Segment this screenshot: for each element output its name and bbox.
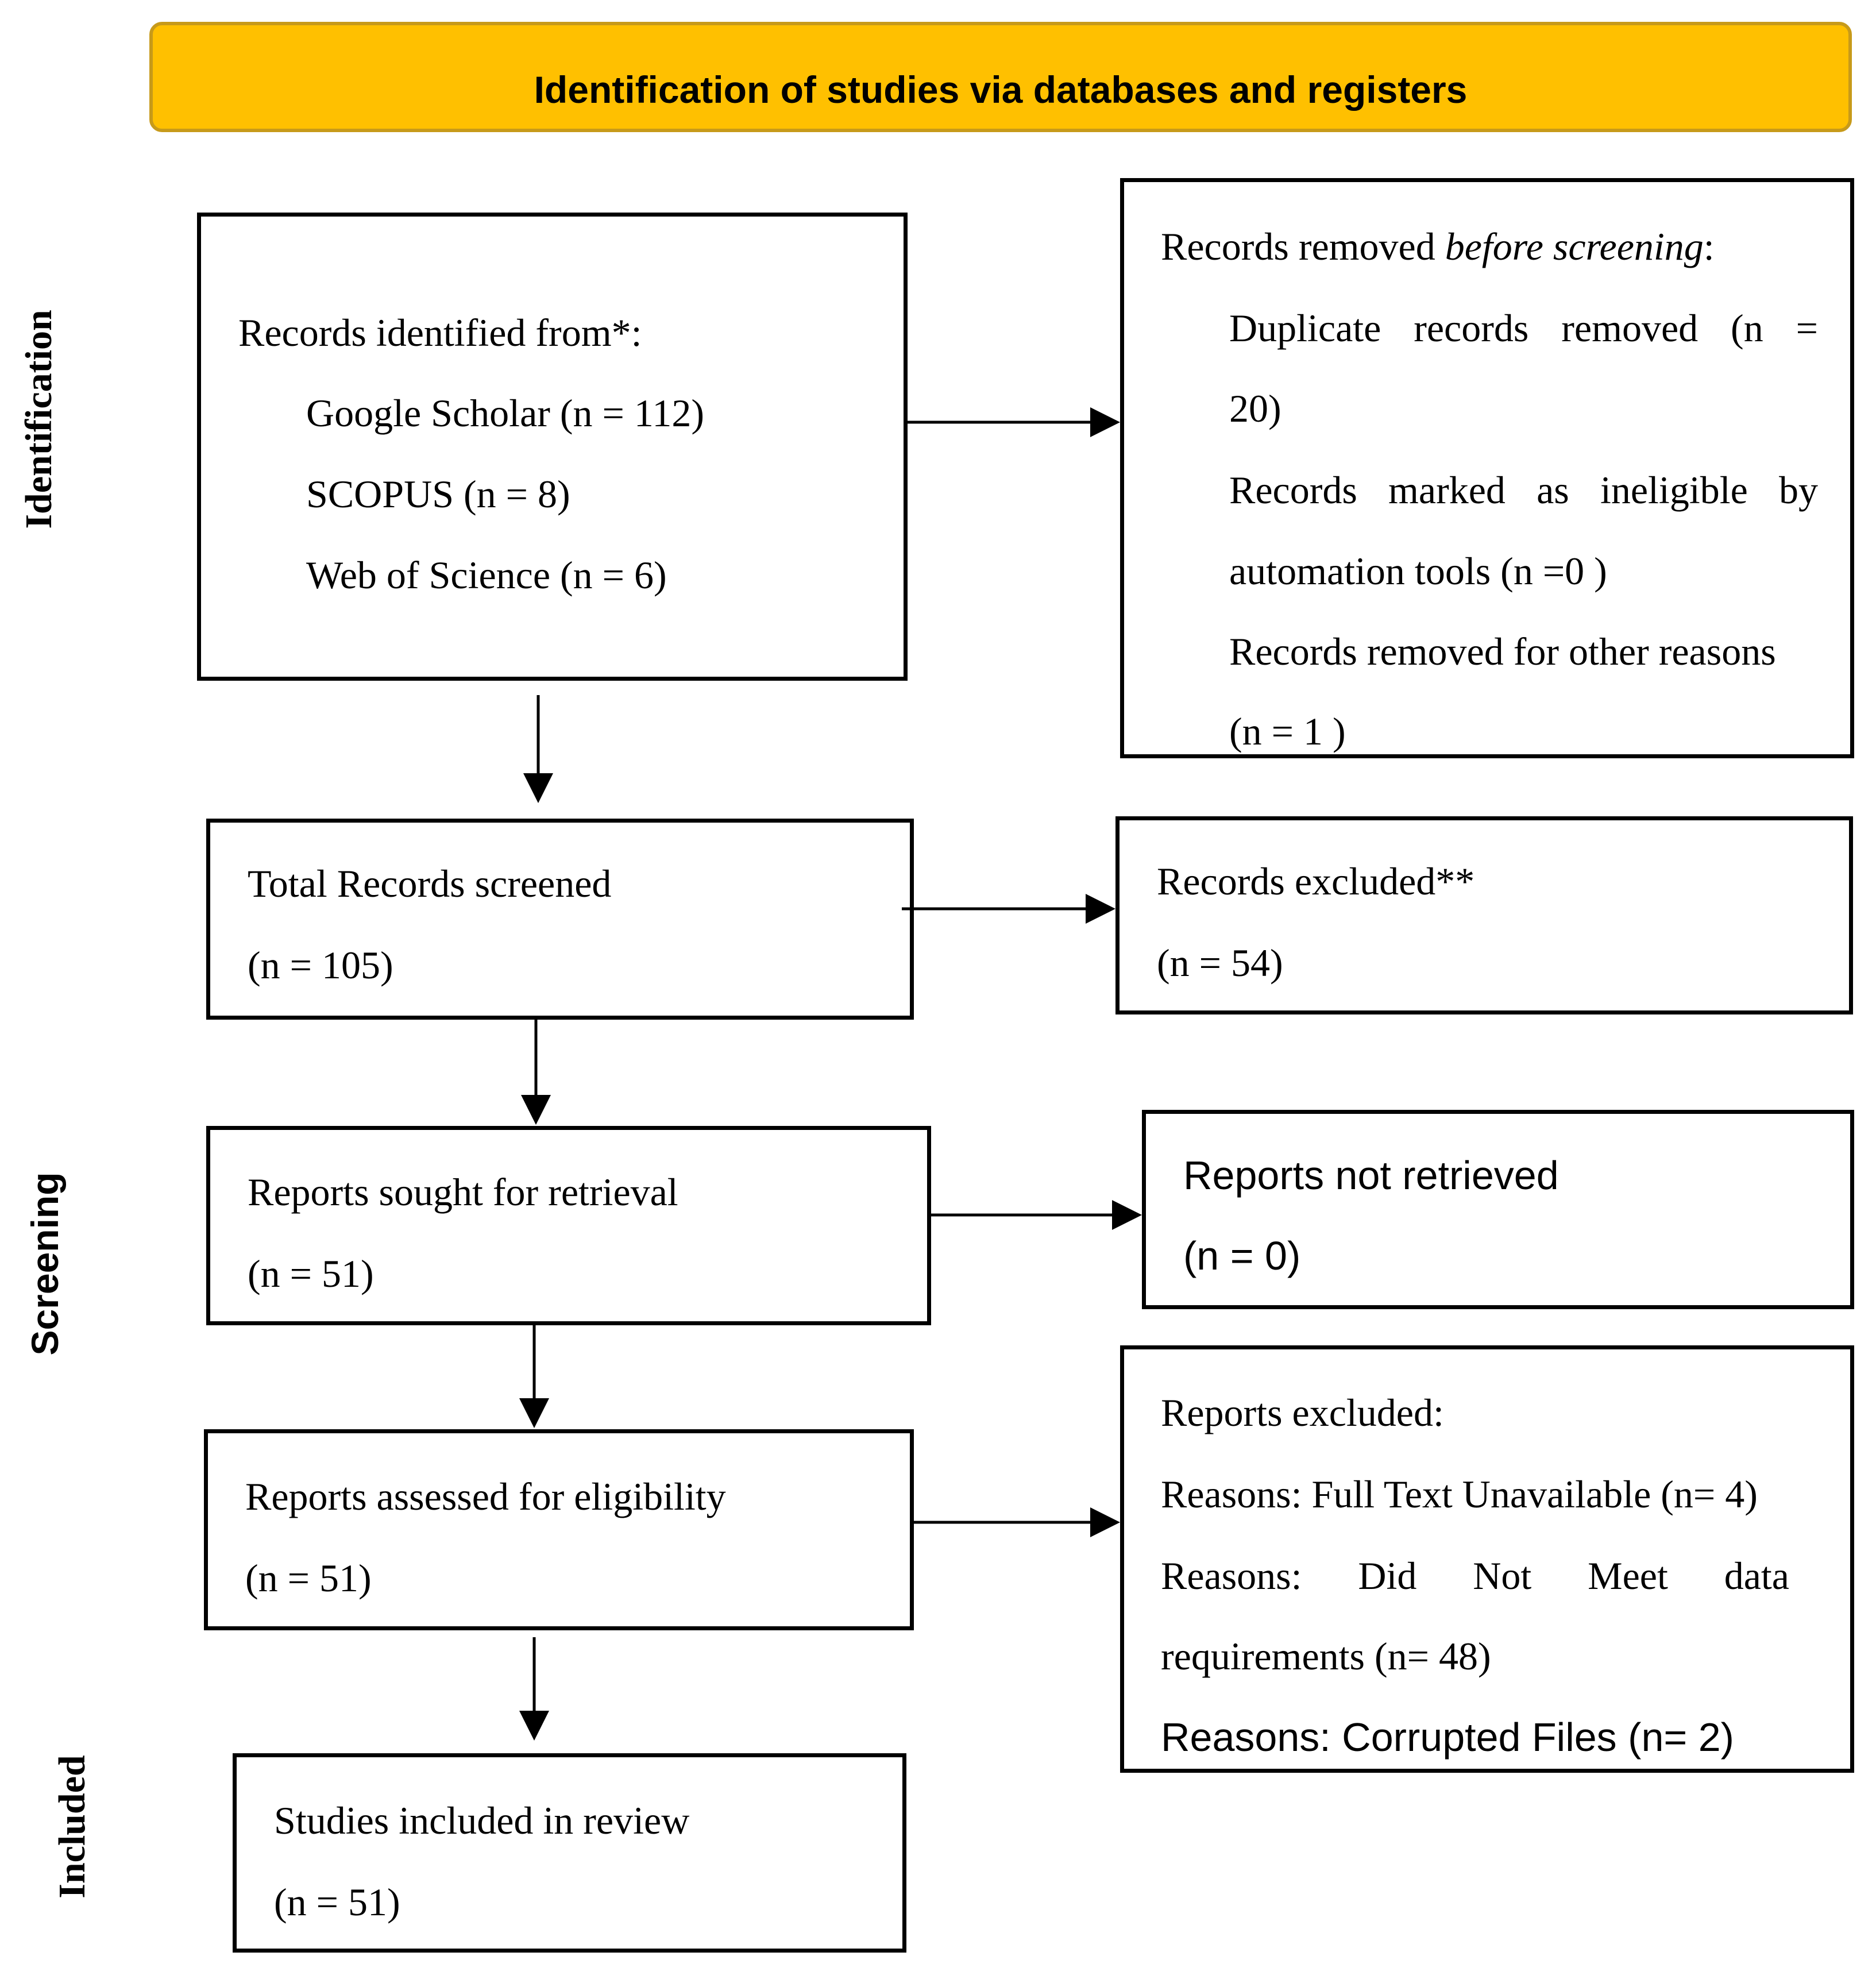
other-reasons-line: Records removed for other reasons [1229,630,1776,673]
studies-included-label: Studies included in review [274,1799,690,1842]
arrowhead-sought-to-not-retrieved [1112,1200,1142,1230]
records-screened-count: (n = 105) [248,943,393,987]
studies-included-count: (n = 51) [274,1880,400,1924]
reports-assessed-label: Reports assessed for eligibility [245,1475,726,1518]
source-web-of-science: Web of Science (n = 6) [306,553,667,597]
reports-sought-box: Reports sought for retrieval (n = 51) [206,1126,931,1325]
records-screened-box: Total Records screened (n = 105) [206,819,914,1020]
ineligible-count: automation tools (n =0 ) [1229,549,1607,593]
arrowhead-sought-to-assessed [519,1398,549,1428]
records-excluded-count: (n = 54) [1157,941,1283,985]
records-removed-heading: Records removed before screening: [1161,225,1715,268]
other-reasons-count: (n = 1 ) [1229,709,1346,753]
reports-sought-count: (n = 51) [248,1252,374,1295]
source-scopus: SCOPUS (n = 8) [306,472,570,516]
reports-sought-label: Reports sought for retrieval [248,1170,678,1214]
records-excluded-label: Records excluded** [1157,859,1475,903]
arrowhead-identified-to-screened [523,773,553,803]
reports-excluded-heading: Reports excluded: [1161,1391,1444,1434]
reports-not-retrieved-label: Reports not retrieved [1183,1153,1559,1198]
reports-assessed-count: (n = 51) [245,1556,372,1600]
records-identified-box: Records identified from*: Google Scholar… [197,213,908,681]
header-title: Identification of studies via databases … [534,68,1468,111]
records-screened-label: Total Records screened [248,862,612,905]
reason-data-requirements-count: requirements (n= 48) [1161,1634,1491,1678]
arrowhead-screened-to-excluded [1086,894,1115,924]
duplicates-removed-count: 20) [1229,387,1281,430]
header-banner: Identification of studies via databases … [149,22,1852,132]
reason-corrupted-files: Reasons: Corrupted Files (n= 2) [1161,1715,1734,1760]
records-excluded-box: Records excluded** (n = 54) [1115,816,1853,1014]
arrowhead-assessed-to-included [519,1711,549,1741]
studies-included-box: Studies included in review (n = 51) [233,1753,906,1953]
reason-full-text-unavailable: Reasons: Full Text Unavailable (n= 4) [1161,1472,1758,1516]
source-google-scholar: Google Scholar (n = 112) [306,391,705,435]
records-identified-heading: Records identified from*: [238,311,642,354]
reports-not-retrieved-box: Reports not retrieved (n = 0) [1142,1110,1854,1309]
reports-assessed-box: Reports assessed for eligibility (n = 51… [204,1429,914,1630]
arrowhead-identified-to-removed [1090,407,1120,437]
reports-excluded-box: Reports excluded: Reasons: Full Text Una… [1120,1345,1854,1773]
arrowhead-screened-to-sought [521,1095,551,1125]
reports-not-retrieved-count: (n = 0) [1183,1233,1301,1278]
records-removed-box: Records removed before screening: Duplic… [1120,178,1854,758]
arrowhead-assessed-to-reports-excluded [1090,1507,1120,1537]
